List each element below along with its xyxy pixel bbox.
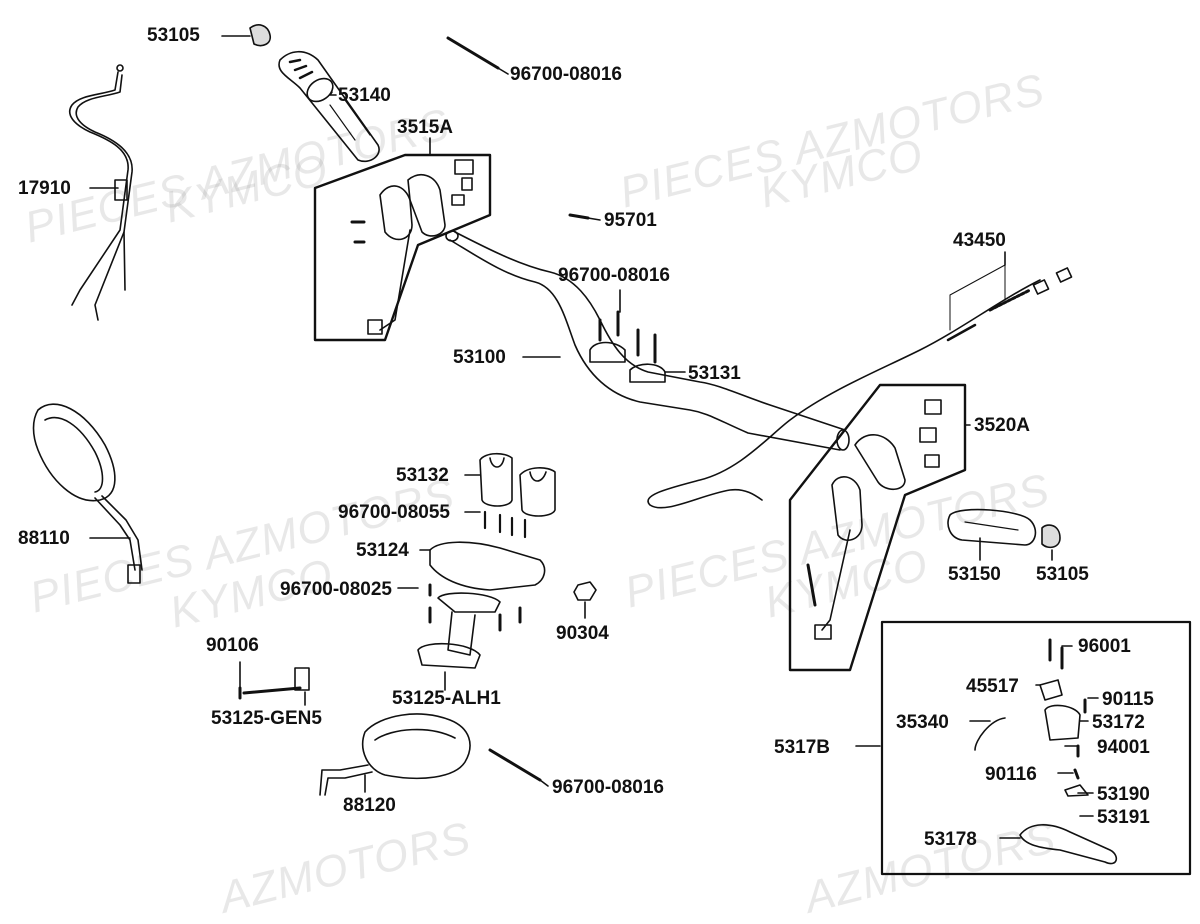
part-label-53150: 53150: [948, 564, 1001, 585]
right-switch-drawing: [806, 399, 942, 640]
part-label-53125-ALH1: 53125-ALH1: [392, 688, 501, 709]
part-label-90304: 90304: [556, 623, 609, 644]
part-label-45517: 45517: [966, 676, 1019, 697]
part-label-53132: 53132: [396, 465, 449, 486]
lever-assembly-drawing: [974, 638, 1118, 865]
left-switch-drawing: [350, 159, 474, 335]
screw-96700-bot: [488, 748, 542, 782]
parts-diagram: PIECES AZMOTORS KYMCO PIECES AZMOTORS KY…: [18, 24, 1192, 923]
bolt-row-drawing: [483, 510, 527, 539]
part-label-53172: 53172: [1092, 712, 1145, 733]
part-label-96700-08016: 96700-08016: [552, 777, 664, 798]
diagram-drawing: [32, 24, 1192, 876]
part-label-5317B: 5317B: [774, 737, 830, 758]
left-mirror-drawing: [32, 403, 143, 584]
part-label-90115: 90115: [1102, 689, 1154, 710]
switch-box-3515A: [313, 153, 492, 342]
screw-96700-top: [446, 36, 500, 70]
part-label-88110: 88110: [18, 528, 70, 549]
part-label-53190: 53190: [1097, 784, 1150, 805]
leader-lines: [89, 35, 1099, 839]
part-label-96700-08016: 96700-08016: [558, 265, 670, 286]
lever-box-5317B: [880, 620, 1192, 876]
part-label-88120: 88120: [343, 795, 396, 816]
part-label-3515A: 3515A: [397, 117, 453, 138]
plate-53124-drawing: [429, 541, 546, 591]
cable-adjuster-drawing: [946, 264, 1073, 342]
part-label-90116: 90116: [985, 764, 1037, 785]
switch-box-3520A: [788, 383, 967, 672]
clamp-upper-drawing: [589, 310, 666, 383]
part-label-53140: 53140: [338, 85, 391, 106]
part-label-53178: 53178: [924, 829, 977, 850]
part-label-53125-GEN5: 53125-GEN5: [211, 708, 322, 729]
bar-holder-drawing: [417, 583, 522, 669]
part-label-96001: 96001: [1078, 636, 1131, 657]
part-label-43450: 43450: [953, 230, 1006, 251]
screw-95701: [568, 213, 590, 220]
right-grip-drawing: [947, 508, 1061, 549]
part-label-53191: 53191: [1097, 807, 1150, 828]
riser-block-drawing: [479, 452, 556, 517]
nut-90304-drawing: [573, 581, 597, 601]
part-label-96700-08025: 96700-08025: [280, 579, 392, 600]
part-label-35340: 35340: [896, 712, 949, 733]
handlebar-drawing: [445, 230, 850, 451]
choke-cable-drawing: [68, 64, 133, 321]
part-label-53105: 53105: [1036, 564, 1089, 585]
part-label-53131: 53131: [688, 363, 741, 384]
bolt-90106-drawing: [238, 686, 302, 700]
throttle-cable-drawing: [647, 279, 1041, 509]
part-label-17910: 17910: [18, 178, 71, 199]
part-label-53124: 53124: [356, 540, 409, 561]
part-label-90106: 90106: [206, 635, 259, 656]
part-label-53105: 53105: [147, 25, 200, 46]
part-label-53100: 53100: [453, 347, 506, 368]
part-label-96700-08055: 96700-08055: [338, 502, 450, 523]
part-label-95701: 95701: [604, 210, 657, 231]
part-label-3520A: 3520A: [974, 415, 1030, 436]
bushing-drawing: [294, 667, 310, 691]
left-grip-drawing: [249, 24, 380, 163]
right-mirror-drawing: [319, 713, 471, 796]
part-label-96700-08016: 96700-08016: [510, 64, 622, 85]
part-label-94001: 94001: [1097, 737, 1150, 758]
